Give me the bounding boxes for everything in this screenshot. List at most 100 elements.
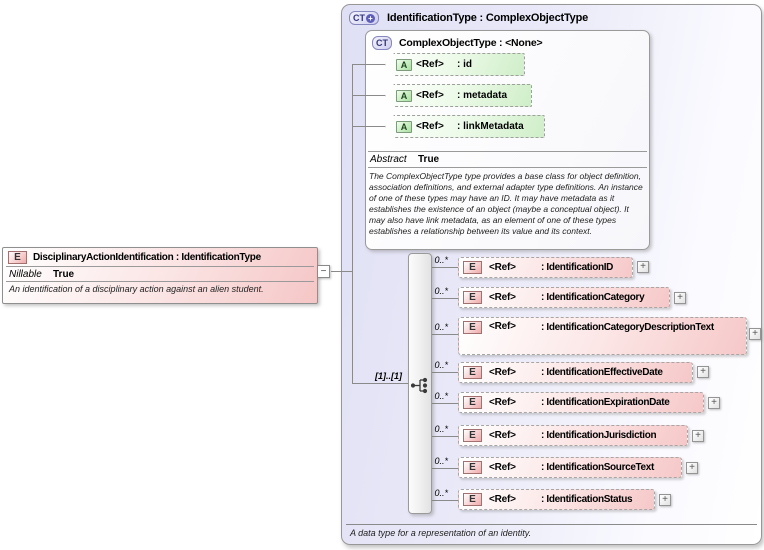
connector-left-element	[331, 271, 352, 272]
expand-button[interactable]: +	[749, 328, 761, 340]
base-type-description: The ComplexObjectType type provides a ba…	[369, 171, 643, 236]
attribute-id[interactable]: A <Ref> : id	[385, 53, 525, 76]
expand-button[interactable]: +	[674, 292, 686, 304]
element-icon: E	[463, 429, 482, 442]
nillable-row: Nillable True	[3, 267, 317, 281]
sequence-cardinality: [1]..[1]	[375, 371, 402, 381]
nillable-label: Nillable	[9, 269, 42, 280]
attribute-name: : id	[457, 59, 472, 70]
element-name: : IdentificationCategory	[541, 292, 645, 303]
element-ref-label: <Ref>	[489, 262, 516, 273]
element-identification-expiration-date[interactable]: E <Ref> : IdentificationExpirationDate	[458, 392, 704, 413]
expand-button[interactable]: +	[659, 494, 671, 506]
attribute-ref-label: <Ref>	[416, 90, 444, 101]
element-name: : IdentificationJurisdiction	[541, 430, 657, 441]
element-name: : IdentificationID	[541, 262, 614, 273]
element-identification-category[interactable]: E <Ref> : IdentificationCategory	[458, 287, 670, 308]
complex-type-badge-label: CT	[353, 13, 365, 23]
element-identification-source-text[interactable]: E <Ref> : IdentificationSourceText	[458, 457, 682, 478]
connector-trunk	[352, 64, 353, 384]
element-name: : IdentificationEffectiveDate	[541, 367, 663, 378]
complex-type-global-icon: CT+	[349, 11, 379, 25]
attribute-ref-label: <Ref>	[416, 121, 444, 132]
expand-button[interactable]: +	[708, 397, 720, 409]
type-panel-description: A data type for a representation of an i…	[346, 524, 757, 542]
abstract-label: Abstract	[370, 154, 407, 165]
expand-button[interactable]: +	[686, 462, 698, 474]
connector-elem-3	[432, 334, 458, 335]
connector-elem-6	[432, 436, 458, 437]
element-identification-jurisdiction[interactable]: E <Ref> : IdentificationJurisdiction	[458, 425, 688, 446]
connector-elem-4	[432, 372, 458, 373]
element-icon: E	[463, 396, 482, 409]
element-icon: E	[8, 251, 27, 264]
left-element-description: An identification of a disciplinary acti…	[9, 284, 264, 294]
occurrence-label: 0..*	[434, 286, 448, 296]
plus-circle-icon: +	[366, 13, 375, 23]
element-disciplinary-action-identification[interactable]: E DisciplinaryActionIdentification : Ide…	[2, 247, 318, 304]
occurrence-label: 0..*	[434, 255, 448, 265]
expand-button[interactable]: +	[637, 261, 649, 273]
element-identification-status[interactable]: E <Ref> : IdentificationStatus	[458, 489, 655, 510]
element-identification-effective-date[interactable]: E <Ref> : IdentificationEffectiveDate	[458, 362, 693, 383]
connector-sequence	[352, 383, 408, 384]
collapse-button[interactable]: −	[317, 265, 330, 278]
element-ref-label: <Ref>	[489, 367, 516, 378]
connector-elem-5	[432, 403, 458, 404]
element-icon: E	[463, 321, 482, 334]
connector-elem-1	[432, 267, 458, 268]
element-ref-label: <Ref>	[489, 462, 516, 473]
expand-button[interactable]: +	[692, 430, 704, 442]
occurrence-label: 0..*	[434, 456, 448, 466]
attribute-name: : linkMetadata	[457, 121, 524, 132]
type-panel-header: CT+ IdentificationType : ComplexObjectTy…	[342, 5, 761, 31]
connector-attr-metadata	[352, 95, 386, 96]
attribute-ref-label: <Ref>	[416, 59, 444, 70]
element-ref-label: <Ref>	[489, 430, 516, 441]
occurrence-label: 0..*	[434, 391, 448, 401]
element-name: : IdentificationCategoryDescriptionText	[541, 322, 714, 333]
occurrence-label: 0..*	[434, 360, 448, 370]
occurrence-label: 0..*	[434, 488, 448, 498]
attribute-icon: A	[396, 89, 412, 102]
occurrence-label: 0..*	[434, 322, 448, 332]
attribute-name: : metadata	[457, 90, 508, 101]
element-ref-label: <Ref>	[489, 494, 516, 505]
element-icon: E	[463, 261, 482, 274]
element-icon: E	[463, 291, 482, 304]
connector-elem-8	[432, 500, 458, 501]
attribute-icon: A	[396, 120, 412, 133]
base-type-header: CT ComplexObjectType : <None>	[366, 31, 649, 55]
element-name: : IdentificationExpirationDate	[541, 397, 670, 408]
sequence-icon	[410, 377, 428, 394]
element-ref-label: <Ref>	[489, 292, 516, 303]
element-icon: E	[463, 461, 482, 474]
element-icon: E	[463, 493, 482, 506]
connector-elem-2	[432, 298, 458, 299]
connector-attr-id	[352, 64, 386, 65]
element-ref-label: <Ref>	[489, 397, 516, 408]
type-panel-title: IdentificationType : ComplexObjectType	[387, 12, 589, 24]
element-name: : IdentificationSourceText	[541, 462, 654, 473]
element-ref-label: <Ref>	[489, 321, 516, 332]
left-element-header: E DisciplinaryActionIdentification : Ide…	[3, 248, 317, 266]
divider	[6, 281, 314, 282]
attribute-icon: A	[396, 58, 412, 71]
connector-attr-linkmetadata	[352, 126, 386, 127]
complex-type-icon: CT	[372, 36, 392, 50]
abstract-value: True	[418, 154, 440, 165]
element-identification-category-description-text[interactable]: E <Ref> : IdentificationCategoryDescript…	[458, 317, 747, 355]
expand-button[interactable]: +	[697, 366, 709, 378]
occurrence-label: 0..*	[434, 424, 448, 434]
attribute-linkmetadata[interactable]: A <Ref> : linkMetadata	[385, 115, 545, 138]
nillable-value: True	[53, 269, 75, 280]
connector-elem-7	[432, 468, 458, 469]
element-icon: E	[463, 366, 482, 379]
sequence-group-bar[interactable]	[408, 253, 432, 514]
element-identification-id[interactable]: E <Ref> : IdentificationID	[458, 257, 633, 278]
base-type-title: ComplexObjectType : <None>	[399, 37, 543, 49]
abstract-row: Abstract True	[368, 151, 647, 168]
left-element-title: DisciplinaryActionIdentification : Ident…	[33, 252, 261, 263]
attribute-metadata[interactable]: A <Ref> : metadata	[385, 84, 532, 107]
